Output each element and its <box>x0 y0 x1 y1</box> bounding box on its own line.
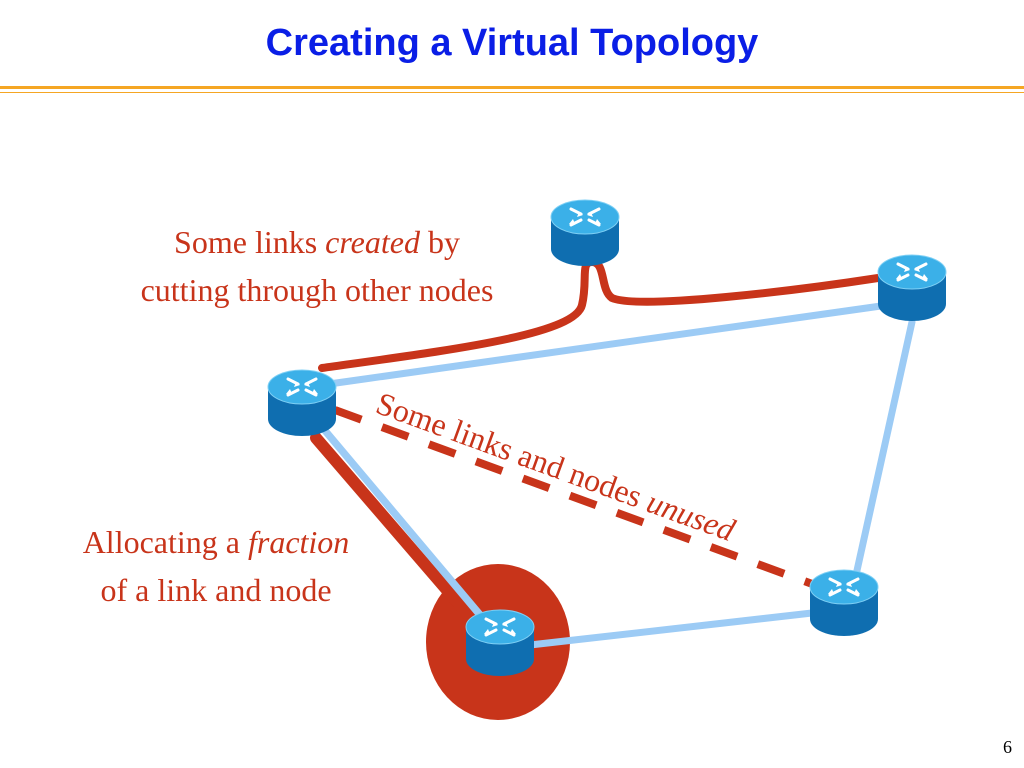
slide-title: Creating a Virtual Topology <box>265 22 759 64</box>
caption-fraction-line2: of a link and node <box>100 572 332 608</box>
unused-caption-emphasis: unused <box>642 483 740 548</box>
physical-link-topright-bottomright <box>852 318 916 579</box>
unused-link-dashed <box>333 406 817 589</box>
unused-caption: Some links and nodes unused <box>372 385 741 549</box>
router-icon <box>876 253 948 323</box>
caption-fraction-pre: Allocating a <box>82 524 248 560</box>
title-divider-thick <box>0 86 1024 89</box>
caption-fraction: Allocating a fraction of a link and node <box>48 518 384 614</box>
router-icon <box>266 368 338 438</box>
virtual-link-left-bottom <box>310 432 484 632</box>
unused-caption-text: Some links and nodes <box>372 385 655 517</box>
router-icon <box>464 608 536 678</box>
router-icon <box>549 198 621 268</box>
physical-link-left-bottom-overlay <box>315 421 489 627</box>
caption-created-emphasis: created <box>325 224 420 260</box>
caption-created-links: Some links created by cutting through ot… <box>96 218 538 314</box>
physical-link-left-topright <box>318 301 892 389</box>
caption-created-post: by <box>419 224 460 260</box>
physical-link-bottom-bottomright <box>526 609 816 649</box>
caption-fraction-emphasis: fraction <box>247 524 350 560</box>
page-number: 6 <box>1003 737 1012 757</box>
caption-created-pre: Some links <box>174 224 326 260</box>
caption-created-line2: cutting through other nodes <box>140 272 494 308</box>
title-divider-thin <box>0 92 1024 93</box>
router-icon <box>808 568 880 638</box>
